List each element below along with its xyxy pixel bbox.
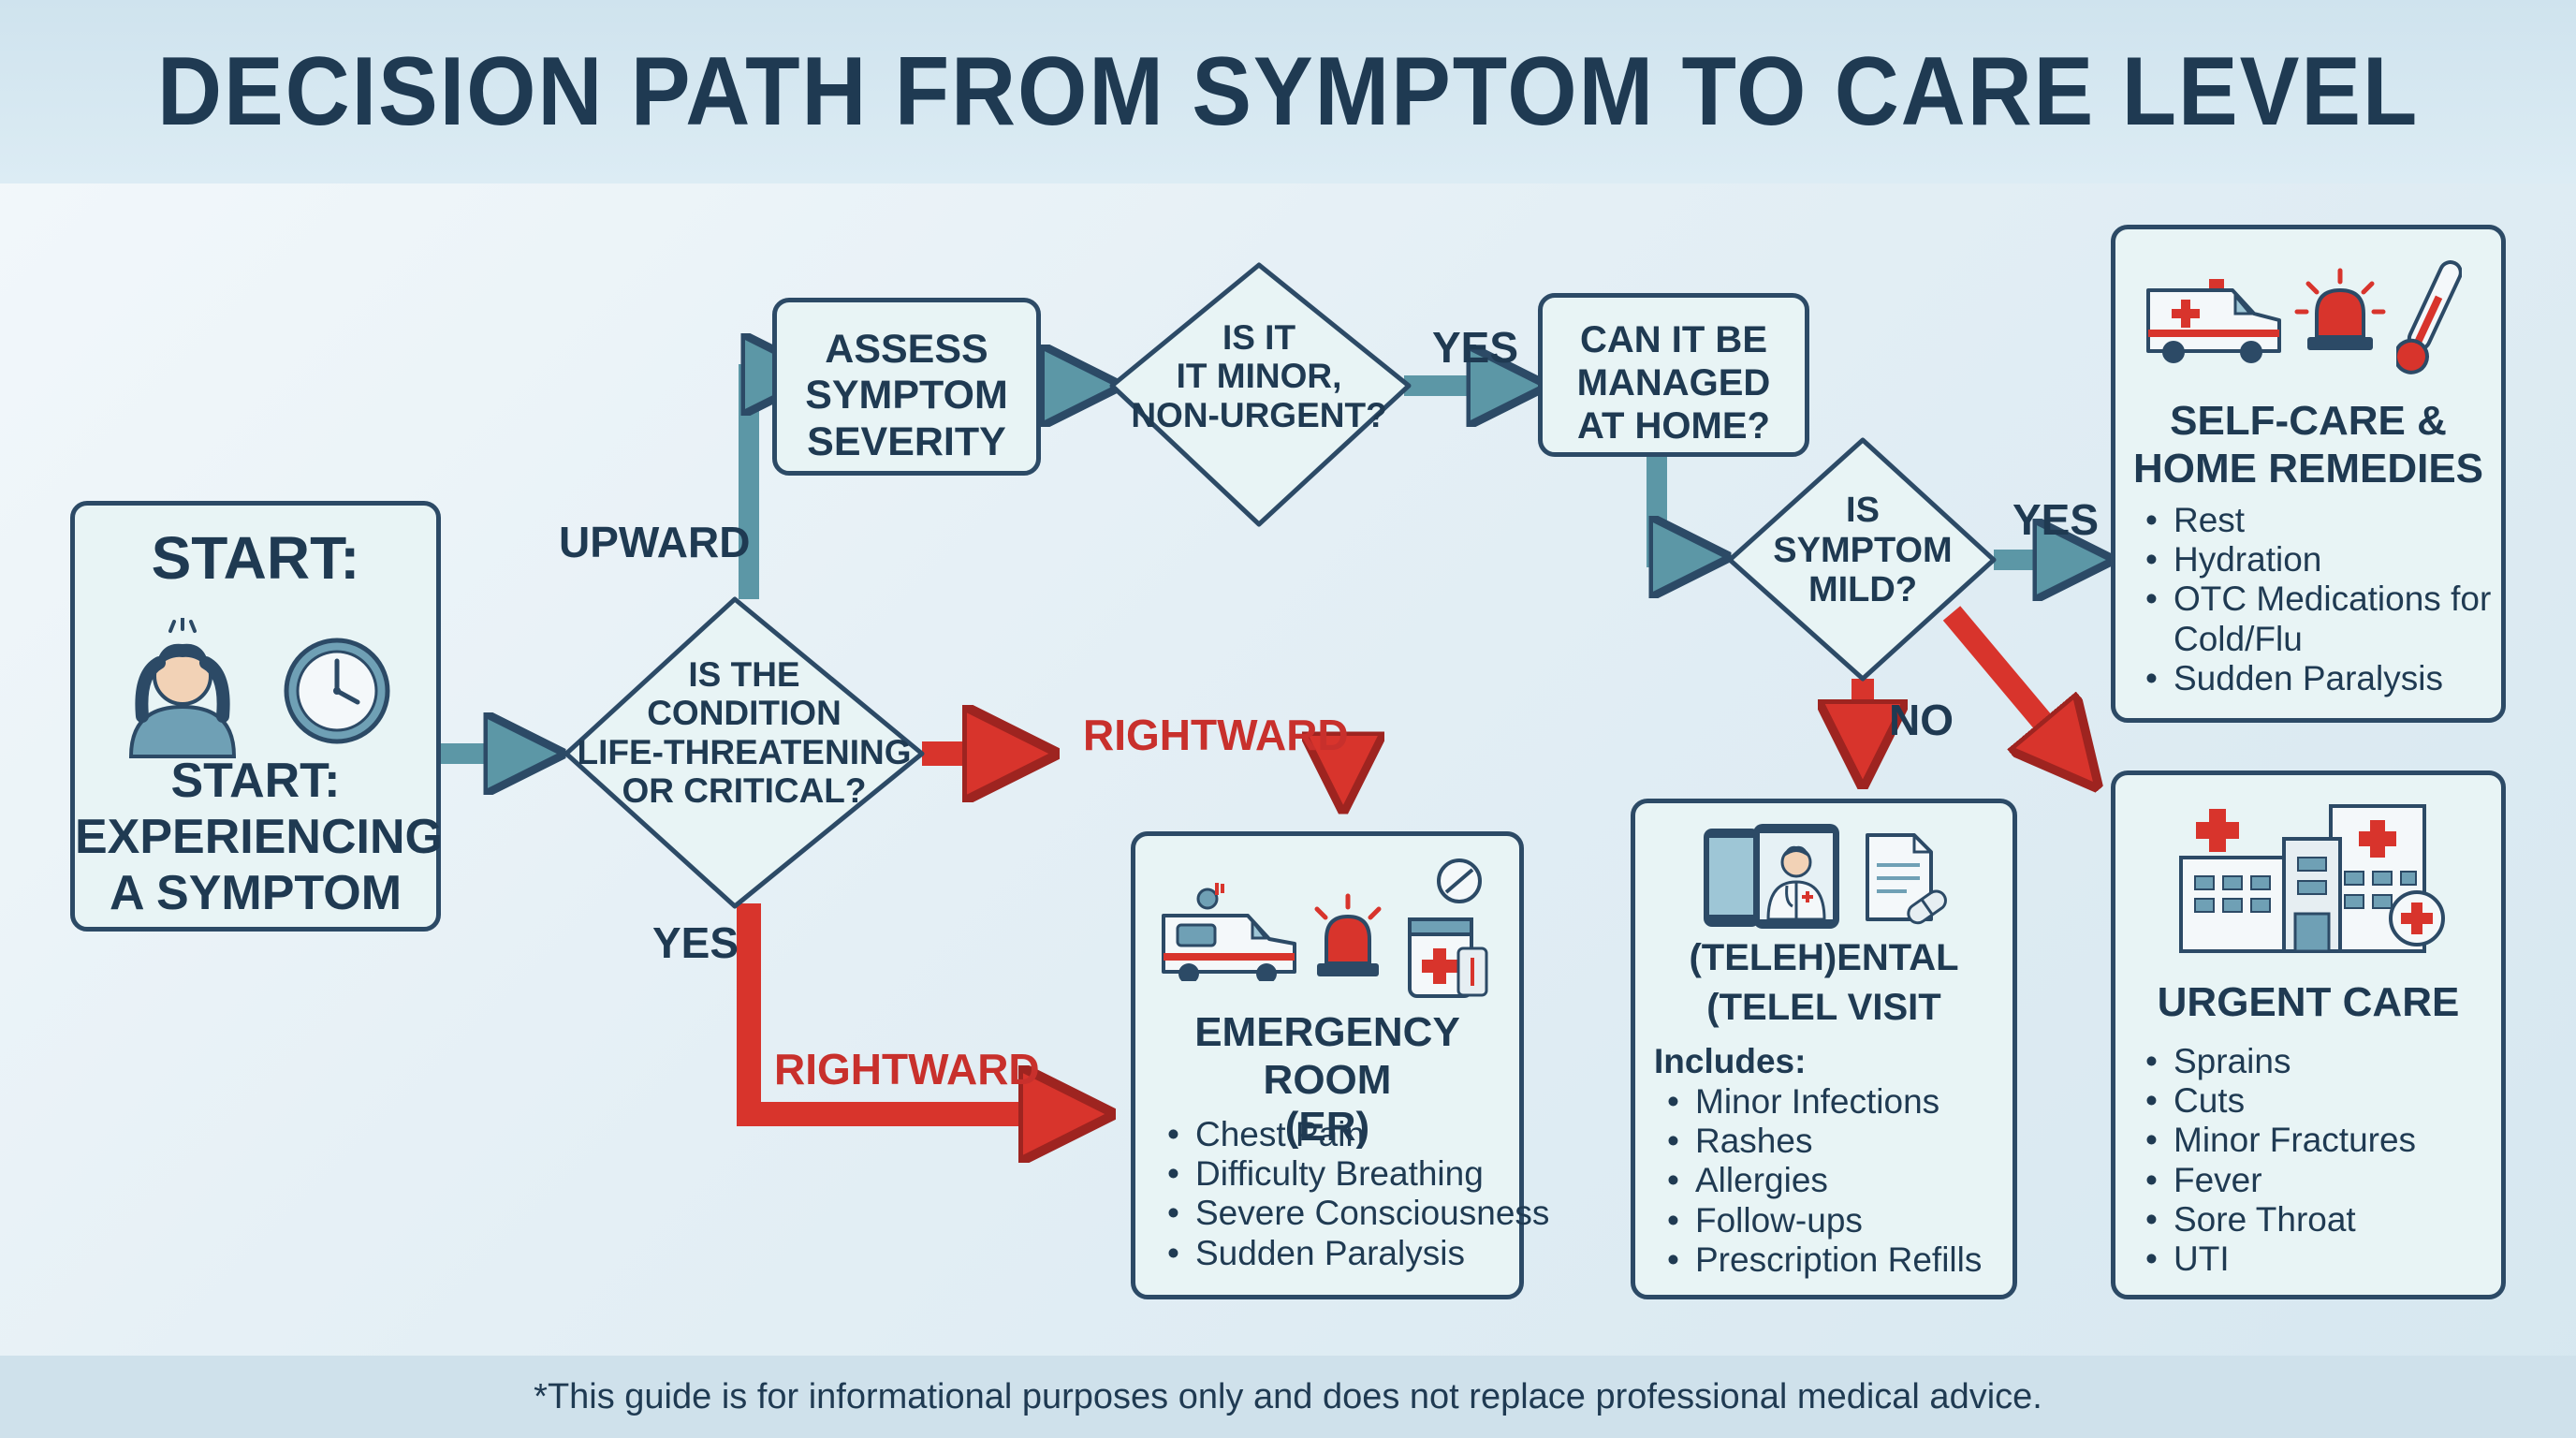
list-item: Cuts bbox=[2145, 1081, 2529, 1121]
urgent-care-box: URGENT CARE Sprains Cuts Minor Fractures… bbox=[2111, 770, 2506, 1299]
arrow-yes-to-er bbox=[737, 903, 1072, 1114]
list-item: Rashes bbox=[1667, 1122, 2042, 1161]
decision-minor-text: IS IT IT MINOR, NON-URGENT? bbox=[1131, 318, 1387, 434]
list-item: Prescription Refills bbox=[1667, 1240, 2042, 1280]
page-title: DECISION PATH FROM SYMPTOM TO CARE LEVEL bbox=[156, 37, 2420, 146]
arrow-home-to-mild bbox=[1647, 454, 1694, 557]
list-item: Difficulty Breathing bbox=[1167, 1154, 1551, 1194]
list-item: Allergies bbox=[1667, 1161, 2042, 1200]
arrow-mild-to-urgent bbox=[1942, 606, 2073, 758]
telehealth-heading-2: (TELEL VISIT bbox=[1706, 987, 1941, 1028]
prescription-icon bbox=[1866, 833, 1947, 925]
telehealth-heading-1: (TELEH)ENTAL bbox=[1689, 937, 1959, 978]
siren-icon bbox=[1314, 893, 1382, 976]
list-item: Rest bbox=[2145, 501, 2510, 540]
decision-minor bbox=[1109, 262, 1412, 527]
start-caption: START: EXPERIENCING A SYMPTOM bbox=[75, 754, 443, 920]
selfcare-box: SELF-CARE & HOME REMEDIES Rest Hydration… bbox=[2111, 225, 2506, 723]
title-bar: DECISION PATH FROM SYMPTOM TO CARE LEVEL bbox=[0, 0, 2576, 183]
smartphone-icon bbox=[1704, 829, 1760, 927]
selfcare-heading: SELF-CARE & HOME REMEDIES bbox=[2132, 398, 2484, 492]
edge-label-yes-mild: YES bbox=[2012, 495, 2100, 544]
decision-mild bbox=[1727, 437, 1997, 682]
start-box: START: START: EXPERIENCING A SYMPTOM bbox=[70, 501, 443, 932]
list-item: Sprains bbox=[2145, 1042, 2529, 1081]
decision-mild-text: IS SYMPTOM MILD? bbox=[1773, 491, 1953, 610]
list-item: Fever bbox=[2145, 1161, 2529, 1200]
doctor-video-icon bbox=[1753, 824, 1839, 929]
clock-icon bbox=[284, 638, 390, 744]
edge-label-rightward-bottom: RIGHTWARD bbox=[774, 1045, 1040, 1093]
telehealth-includes: Includes: bbox=[1654, 1042, 1807, 1080]
edge-label-yes-left: YES bbox=[652, 918, 739, 967]
telehealth-list: Minor Infections Rashes Allergies Follow… bbox=[1654, 1082, 2042, 1280]
er-box: EMERGENCY ROOM (ER) Chest Pain Difficult… bbox=[1131, 831, 1549, 1299]
edge-label-yes-minor: YES bbox=[1432, 323, 1519, 372]
thermometer-icon bbox=[2396, 260, 2462, 374]
urgent-care-list: Sprains Cuts Minor Fractures Fever Sore … bbox=[2132, 1042, 2529, 1279]
pill-icon bbox=[1437, 858, 1482, 903]
list-item: Sudden Paralysis bbox=[2145, 659, 2510, 698]
home-text: CAN IT BE MANAGED AT HOME? bbox=[1576, 319, 1771, 447]
er-list: Chest Pain Difficulty Breathing Severe C… bbox=[1154, 1115, 1551, 1273]
ambulance-icon bbox=[1162, 883, 1296, 981]
decision-life-threatening bbox=[564, 596, 925, 909]
list-item: UTI bbox=[2145, 1240, 2529, 1279]
start-title: START: bbox=[151, 524, 360, 592]
list-item: Severe Consciousness bbox=[1167, 1194, 1551, 1233]
edge-label-rightward-top: RIGHTWARD bbox=[1083, 711, 1349, 759]
list-item: Chest Pain bbox=[1167, 1115, 1551, 1154]
list-item: Minor Infections bbox=[1667, 1082, 2042, 1122]
siren-icon bbox=[2294, 268, 2386, 350]
urgent-care-heading: URGENT CARE bbox=[2157, 979, 2460, 1025]
selfcare-list: Rest Hydration OTC Medications for Cold/… bbox=[2132, 501, 2510, 698]
list-item: Sore Throat bbox=[2145, 1200, 2529, 1240]
edge-label-upward: UPWARD bbox=[559, 518, 751, 566]
hospital-icon bbox=[2179, 804, 2445, 953]
list-item: Minor Fractures bbox=[2145, 1121, 2529, 1160]
list-item: OTC Medications for Cold/Flu bbox=[2145, 580, 2510, 658]
assess-box: ASSESS SYMPTOM SEVERITY bbox=[772, 298, 1041, 476]
medicine-icon bbox=[1408, 917, 1488, 998]
list-item: Follow-ups bbox=[1667, 1201, 2042, 1240]
ambulance-icon bbox=[2146, 279, 2281, 363]
edge-label-no-mild: NO bbox=[1889, 696, 1954, 744]
footer-bar: *This guide is for informational purpose… bbox=[0, 1356, 2576, 1438]
disclaimer: *This guide is for informational purpose… bbox=[534, 1376, 2042, 1416]
home-box: CAN IT BE MANAGED AT HOME? bbox=[1538, 293, 1809, 457]
decision-life-threatening-text: IS THE CONDITION LIFE-THREATENING OR CRI… bbox=[577, 655, 912, 811]
assess-text: ASSESS SYMPTOM SEVERITY bbox=[805, 327, 1008, 464]
list-item: Sudden Paralysis bbox=[1167, 1234, 1551, 1273]
list-item: Hydration bbox=[2145, 540, 2510, 580]
stressed-person-icon bbox=[128, 618, 237, 758]
telehealth-box: (TELEH)ENTAL (TELEL VISIT Includes: Mino… bbox=[1631, 799, 2017, 1299]
